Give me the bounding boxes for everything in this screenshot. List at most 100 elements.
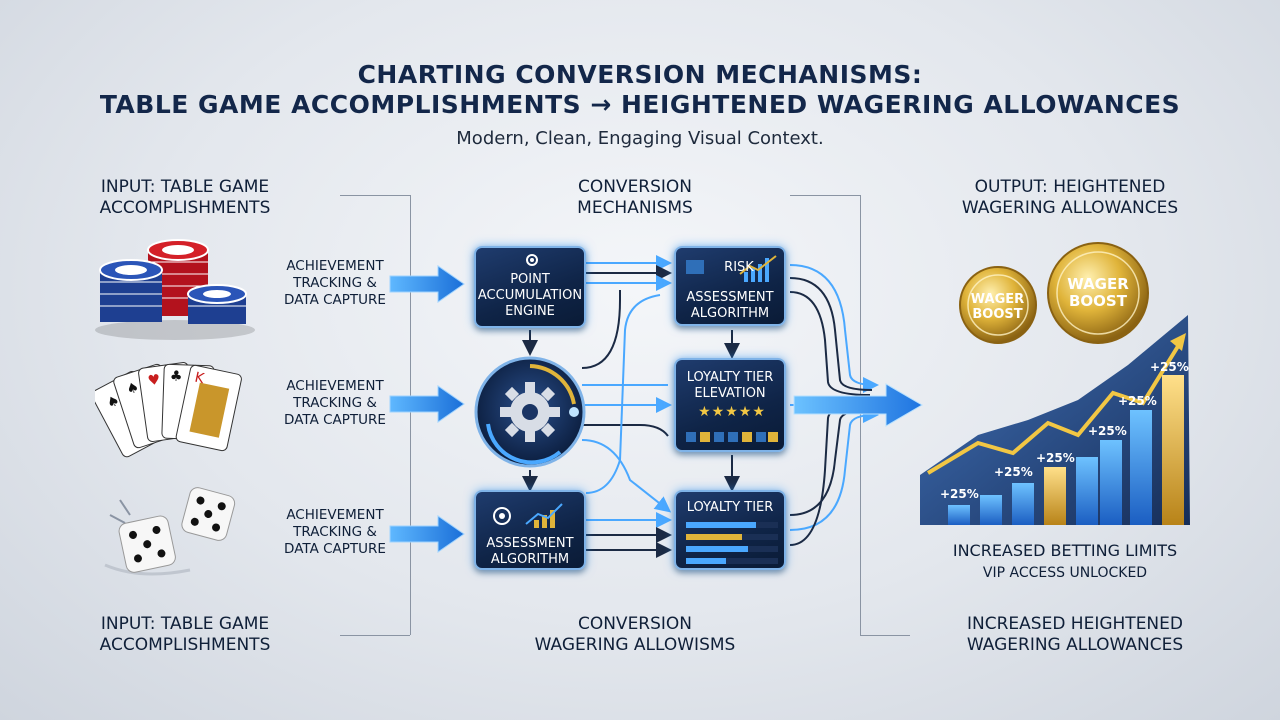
input-arrow-1 bbox=[389, 265, 465, 303]
output-arrow bbox=[793, 383, 923, 427]
caption-line: TRACKING & bbox=[293, 275, 377, 291]
coin-text: WAGER bbox=[970, 292, 1025, 307]
label-line: LOYALTY TIER bbox=[686, 370, 774, 385]
increment-label: +25% bbox=[1088, 424, 1127, 438]
caption-line: DATA CAPTURE bbox=[284, 292, 386, 308]
label-line: ALGORITHM bbox=[490, 552, 570, 567]
caption-line: TRACKING & bbox=[293, 395, 377, 411]
risk-label-line1: RISK bbox=[724, 260, 754, 275]
caption-line: ACHIEVEMENT bbox=[286, 378, 384, 394]
connector-engine-risk bbox=[586, 255, 672, 291]
divider-vertical-right bbox=[860, 195, 861, 635]
coin-right-label: WAGER BOOST bbox=[1053, 276, 1143, 310]
assessment-label: ASSESSMENT ALGORITHM bbox=[476, 536, 584, 568]
increment-label: +25% bbox=[1118, 394, 1157, 408]
growth-bar-8 bbox=[1162, 375, 1184, 525]
divider-bottom-left bbox=[340, 635, 410, 636]
label-line: ELEVATION bbox=[694, 386, 766, 401]
output-footer-line2: WAGERING ALLOWANCES bbox=[966, 635, 1184, 655]
playing-cards-icon: ♠ ♠ ♥ ♣ K bbox=[95, 362, 242, 458]
caption-line: ACHIEVEMENT bbox=[286, 258, 384, 274]
divider-top-right bbox=[790, 195, 860, 196]
input-arrow-2 bbox=[389, 385, 465, 423]
svg-text:K: K bbox=[193, 370, 206, 388]
central-gear-icon bbox=[474, 356, 586, 468]
svg-text:♠: ♠ bbox=[124, 379, 141, 398]
growth-bar-7 bbox=[1130, 410, 1152, 525]
label-line: ACCUMULATION bbox=[477, 288, 583, 303]
growth-bar-3 bbox=[1012, 483, 1034, 525]
label-line: ASSESSMENT bbox=[486, 536, 574, 551]
coin-text: BOOST bbox=[1069, 292, 1127, 310]
coin-left-label: WAGER BOOST bbox=[960, 292, 1035, 322]
svg-text:♣: ♣ bbox=[170, 368, 183, 384]
trend-arrowhead bbox=[1170, 333, 1186, 351]
risk-chart-icon bbox=[686, 255, 777, 282]
loyalty-tier-label: LOYALTY TIER bbox=[686, 500, 774, 515]
center-column-footer: CONVERSION WAGERING ALLOWISMS bbox=[500, 614, 770, 656]
growth-area-background bbox=[920, 315, 1190, 525]
divider-vertical-left bbox=[410, 195, 411, 635]
center-header-line2: MECHANISMS bbox=[577, 198, 693, 218]
center-footer-line1: CONVERSION bbox=[577, 614, 693, 634]
star-rating-icon: ★★★★★ bbox=[698, 404, 766, 420]
point-accumulation-engine-box: POINT ACCUMULATION ENGINE bbox=[474, 246, 586, 328]
label-line: POINT bbox=[510, 272, 550, 287]
coin-text: WAGER bbox=[1067, 275, 1129, 293]
growth-bar-1 bbox=[948, 505, 970, 525]
risk-label: ASSESSMENT ALGORITHM bbox=[676, 290, 784, 322]
result-betting-limits: INCREASED BETTING LIMITS bbox=[952, 541, 1178, 560]
gear-icon bbox=[526, 254, 538, 266]
growth-bar-4 bbox=[1044, 467, 1066, 525]
loyalty-tier-box: LOYALTY TIER bbox=[674, 490, 786, 570]
output-column-header: OUTPUT: HEIGHTENED WAGERING ALLOWANCES bbox=[940, 177, 1200, 219]
connector-assessment-tier bbox=[585, 294, 672, 558]
output-header-line2: WAGERING ALLOWANCES bbox=[961, 198, 1179, 218]
risk-assessment-box: RISK ASSESSMENT ALGORITHM bbox=[674, 246, 786, 326]
output-footer-line1: INCREASED HEIGHTENED bbox=[967, 614, 1183, 634]
assessment-algorithm-box: ASSESSMENT ALGORITHM bbox=[474, 490, 586, 570]
caption-line: DATA CAPTURE bbox=[284, 412, 386, 428]
page-title-line2: TABLE GAME ACCOMPLISHMENTS → HEIGHTENED … bbox=[99, 90, 1181, 119]
loyalty-elevation-box: LOYALTY TIER ELEVATION ★★★★★ bbox=[674, 358, 786, 452]
increment-label: +25% bbox=[994, 465, 1033, 479]
increment-label: +25% bbox=[940, 487, 979, 501]
input-arrow-3 bbox=[389, 515, 465, 553]
dice-icon bbox=[104, 487, 236, 576]
label-line: ASSESSMENT bbox=[686, 290, 774, 305]
input-column-header: INPUT: TABLE GAME ACCOMPLISHMENTS bbox=[70, 177, 300, 219]
tier-badges-icon bbox=[686, 432, 778, 442]
output-header-line1: OUTPUT: HEIGHTENED bbox=[974, 177, 1166, 197]
gear-chart-icon bbox=[493, 503, 563, 528]
page-title: CHARTING CONVERSION MECHANISMS: bbox=[357, 60, 923, 89]
caption-line: DATA CAPTURE bbox=[284, 541, 386, 557]
growth-bars bbox=[948, 375, 1184, 525]
divider-top-left bbox=[340, 195, 410, 196]
input-header-line1: INPUT: TABLE GAME bbox=[100, 177, 270, 197]
caption-line: TRACKING & bbox=[293, 524, 377, 540]
progress-bars-icon bbox=[686, 522, 778, 564]
center-header-line1: CONVERSION bbox=[577, 177, 693, 197]
result-vip-access: VIP ACCESS UNLOCKED bbox=[982, 565, 1148, 581]
wager-boost-coin-left bbox=[959, 266, 1037, 344]
input-header-line2: ACCOMPLISHMENTS bbox=[99, 198, 271, 218]
output-column-footer: INCREASED HEIGHTENED WAGERING ALLOWANCES bbox=[930, 614, 1220, 656]
trend-line bbox=[926, 341, 1182, 475]
growth-bar-2 bbox=[980, 495, 1002, 525]
input-column-footer: INPUT: TABLE GAME ACCOMPLISHMENTS bbox=[70, 614, 300, 656]
svg-text:♥: ♥ bbox=[147, 372, 162, 390]
increment-label: +25% bbox=[1150, 360, 1189, 374]
input-caption-2: ACHIEVEMENT TRACKING & DATA CAPTURE bbox=[272, 378, 398, 429]
input-caption-1: ACHIEVEMENT TRACKING & DATA CAPTURE bbox=[272, 258, 398, 309]
input-caption-3: ACHIEVEMENT TRACKING & DATA CAPTURE bbox=[272, 507, 398, 558]
input-footer-line2: ACCOMPLISHMENTS bbox=[99, 635, 271, 655]
page-subtitle: Modern, Clean, Engaging Visual Context. bbox=[456, 128, 824, 149]
caption-line: ACHIEVEMENT bbox=[286, 507, 384, 523]
loyalty-elevation-label: LOYALTY TIER ELEVATION bbox=[676, 370, 784, 402]
wager-boost-coin-right bbox=[1047, 242, 1149, 344]
wager-growth-chart bbox=[920, 242, 1190, 525]
center-column-header: CONVERSION MECHANISMS bbox=[520, 177, 750, 219]
coin-text: BOOST bbox=[972, 307, 1023, 322]
growth-bar-6 bbox=[1100, 440, 1122, 525]
label-line: ENGINE bbox=[505, 304, 555, 319]
